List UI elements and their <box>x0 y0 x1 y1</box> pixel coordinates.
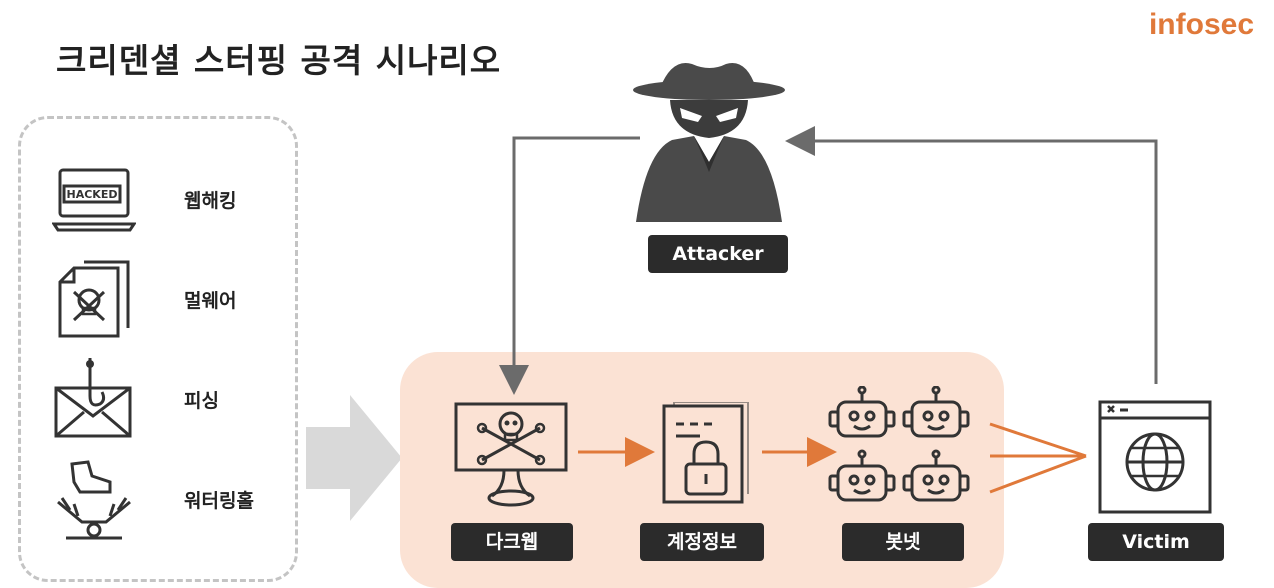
browser-globe-icon <box>1096 398 1214 516</box>
method-phishing: 피싱 <box>34 358 284 448</box>
method-label: 멀웨어 <box>184 290 237 312</box>
hacker-spy-icon <box>632 52 786 228</box>
method-web-hacking: HACKED 웹해킹 <box>34 158 284 248</box>
credential-lock-document-icon <box>660 402 750 508</box>
victim-to-attacker-line <box>785 126 1158 384</box>
botnet-to-victim-line <box>989 454 1087 494</box>
credentials-label: 계정정보 <box>640 523 764 561</box>
malware-document-icon <box>52 258 136 342</box>
darkweb-label: 다크웹 <box>451 523 573 561</box>
method-malware: 멀웨어 <box>34 258 284 348</box>
brand-logo: infosec <box>1148 8 1254 41</box>
attacker-label: Attacker <box>648 235 788 273</box>
botnet-robots-icon <box>826 386 974 510</box>
attack-methods-group <box>18 116 298 582</box>
method-label: 피싱 <box>184 390 219 412</box>
botnet-to-victim-line <box>989 422 1087 458</box>
attacker-to-darkweb-line <box>499 136 640 395</box>
darkweb-skull-screen-icon <box>452 398 570 510</box>
victim-label: Victim <box>1088 523 1224 561</box>
watering-hole-trap-icon <box>52 458 136 542</box>
transition-arrow <box>306 395 402 521</box>
botnet-label: 봇넷 <box>842 523 964 561</box>
page-title: 크리덴셜 스터핑 공격 시나리오 <box>56 41 502 80</box>
svg-text:HACKED: HACKED <box>67 188 118 201</box>
method-watering-hole: 워터링홀 <box>34 458 284 548</box>
hacked-laptop-icon: HACKED <box>52 158 136 242</box>
method-label: 워터링홀 <box>184 490 254 512</box>
method-label: 웹해킹 <box>184 190 237 212</box>
phishing-email-icon <box>52 358 136 442</box>
